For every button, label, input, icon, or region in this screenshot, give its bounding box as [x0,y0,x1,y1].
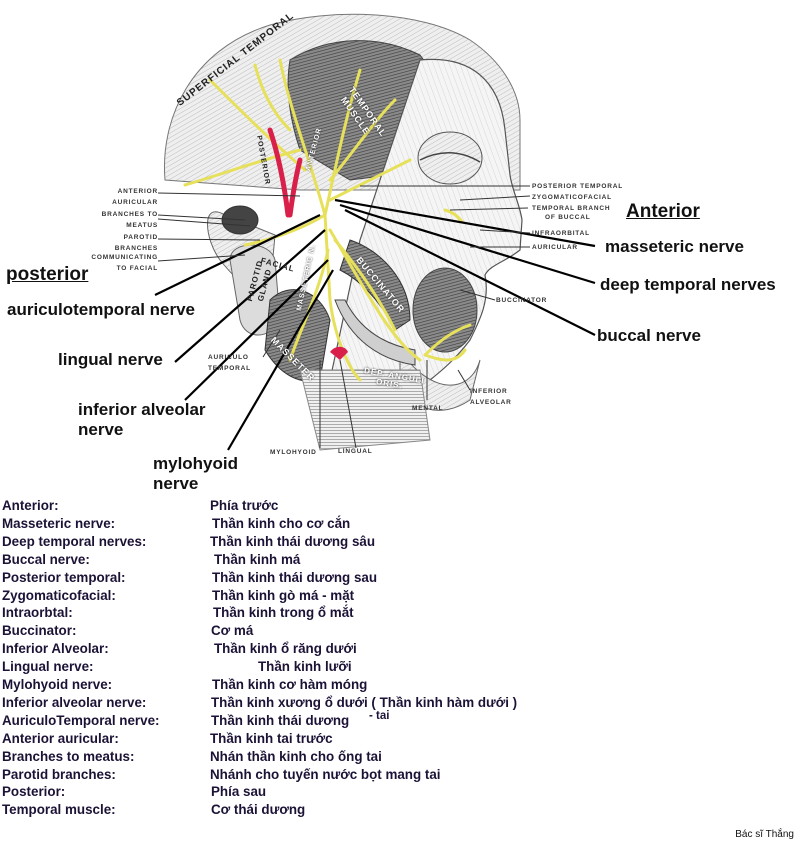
parotid-branches-label: PAROTID BRANCHES [100,232,158,254]
auricular-right-label: AURICULAR [532,244,578,251]
legend-term: Lingual nerve: [2,659,94,675]
label-line: TEMPORAL [208,365,251,372]
legend-translation: Phía sau [211,784,267,800]
legend-term: Inferior alveolar nerve: [2,694,147,710]
arteries [267,127,303,218]
inferior-alveolar-small-label: INFERIOR ALVEOLAR [470,386,512,408]
legend-translation: Thần kinh cho cơ cắn [212,515,351,531]
posterior-heading: posterior [6,264,89,285]
legend-term: Posterior temporal: [2,569,126,585]
legend-translation: Thần kinh cơ hàm móng [212,677,368,692]
branches-to-meatus-label: BRANCHES TO MEATUS [100,209,158,231]
legend-term: Anterior auricular: [2,730,119,746]
label-line: PAROTID [123,234,158,241]
of-buccal-label: OF BUCCAL [545,214,591,221]
author-credit: Bác sĩ Thắng [735,829,794,840]
legend-term: Deep temporal nerves: [2,533,147,549]
legend-translation: Thần kinh thái dương sau [212,569,378,585]
label-line: MEATUS [126,222,158,229]
auriculotemporal-nerve-callout: auriculotemporal nerve [7,300,196,319]
mental-small-label: MENTAL [412,405,444,412]
temporal-branch-label: TEMPORAL BRANCH [532,205,611,212]
callout-line: inferior alveolar [78,400,206,419]
legend-translation: Thần kinh má [214,551,301,567]
lingual-small-label: LINGUAL [338,448,373,455]
buccinator-muscle [339,239,411,331]
small-leader-lines [157,185,531,449]
label-line: TO FACIAL [116,265,158,272]
posterior-temporal-label: POSTERIOR TEMPORAL [532,183,623,190]
legend-translation: Phía trước [210,498,279,513]
neck [299,369,431,451]
anterior-auricular-label: ANTERIOR AURICULAR [100,186,158,208]
anterior-heading: Anterior [626,201,700,222]
mylohyoid-nerve-callout: mylohyoid nerve [153,454,238,494]
legend-term: Buccal nerve: [2,551,90,567]
legend-translation: Thần kinh thái dương [211,712,350,728]
legend-translation: Thần kinh gò má - mặt [212,587,355,603]
legend-term: Intraorbtal: [2,605,73,621]
legend-term: Temporal muscle: [2,802,116,818]
legend-term: Mylohyoid nerve: [2,677,113,692]
deep-temporal-nerves-callout: deep temporal nerves [600,275,776,294]
legend-translation: Nhánh cho tuyến nước bọt mang tai [210,766,441,782]
legend-term: Branches to meatus: [2,748,135,764]
label-line: AURICULO [208,354,249,361]
inferior-alveolar-nerve-callout: inferior alveolar nerve [78,400,206,440]
legend-term: Zygomaticofacial: [2,587,116,603]
anatomy-figure: SUPERFICIAL TEMPORAL TEMPORAL MUSCLE POS… [6,10,776,494]
leader-lines [154,198,596,451]
label-line: BRANCHES TO [101,211,158,218]
facial-artery-cut [330,346,348,360]
legend-translation: Thần kinh thái dương sâu [210,533,376,549]
legend-term: Posterior: [2,784,66,800]
lingual-nerve-callout: lingual nerve [58,350,163,369]
auriculo-temporal-small-label: AURICULO TEMPORAL [208,352,251,374]
legend-translation: Thần kinh xương ổ dưới ( Thần kinh hàm d… [211,694,518,710]
infraorbital-label: INFRAORBITAL [532,230,590,237]
label-line: COMMUNICATING [91,254,158,261]
legend-translation: Thần kinh lưỡi [258,659,352,675]
legend-translation-suffix: - tai [369,709,390,722]
legend-translation: Cơ má [211,623,254,639]
legend-translation: Thần kinh tai trước [210,730,333,746]
legend-term: Masseteric nerve: [2,515,116,531]
buccinator-label: BUCCINATOR [496,297,548,304]
legend-term: AuriculoTemporal nerve: [2,712,160,728]
label-line: AURICULAR [112,199,158,206]
eye [417,131,483,185]
head-illustration [154,13,596,451]
communicating-to-facial-label: COMMUNICATING TO FACIAL [80,252,158,274]
legend-translation: Thần kinh ổ răng dưới [214,641,357,657]
label-line: BRANCHES [114,245,158,252]
lips [412,267,478,353]
label-line: ALVEOLAR [470,399,512,406]
legend-translation: Thần kinh trong ổ mắt [213,605,354,621]
legend-term: Inferior Alveolar: [2,641,109,657]
legend-translation: Nhán thần kinh cho ống tai [210,748,382,764]
legend-term: Buccinator: [2,623,77,639]
legend-term: Anterior: [2,498,59,513]
buccal-nerve-callout: buccal nerve [597,326,701,345]
legend-translation: Cơ thái dương [211,802,306,818]
masseteric-nerve-callout: masseteric nerve [605,237,744,256]
legend-term: Parotid branches: [2,766,116,782]
zygomaticofacial-label: ZYGOMATICOFACIAL [532,194,612,201]
label-line: INFERIOR [470,388,508,395]
callout-line: mylohyoid [153,454,239,473]
label-line: ANTERIOR [117,188,158,195]
callout-line: nerve [78,420,124,439]
callout-line: nerve [153,474,199,493]
mylohyoid-small-label: MYLOHYOID [270,449,317,456]
